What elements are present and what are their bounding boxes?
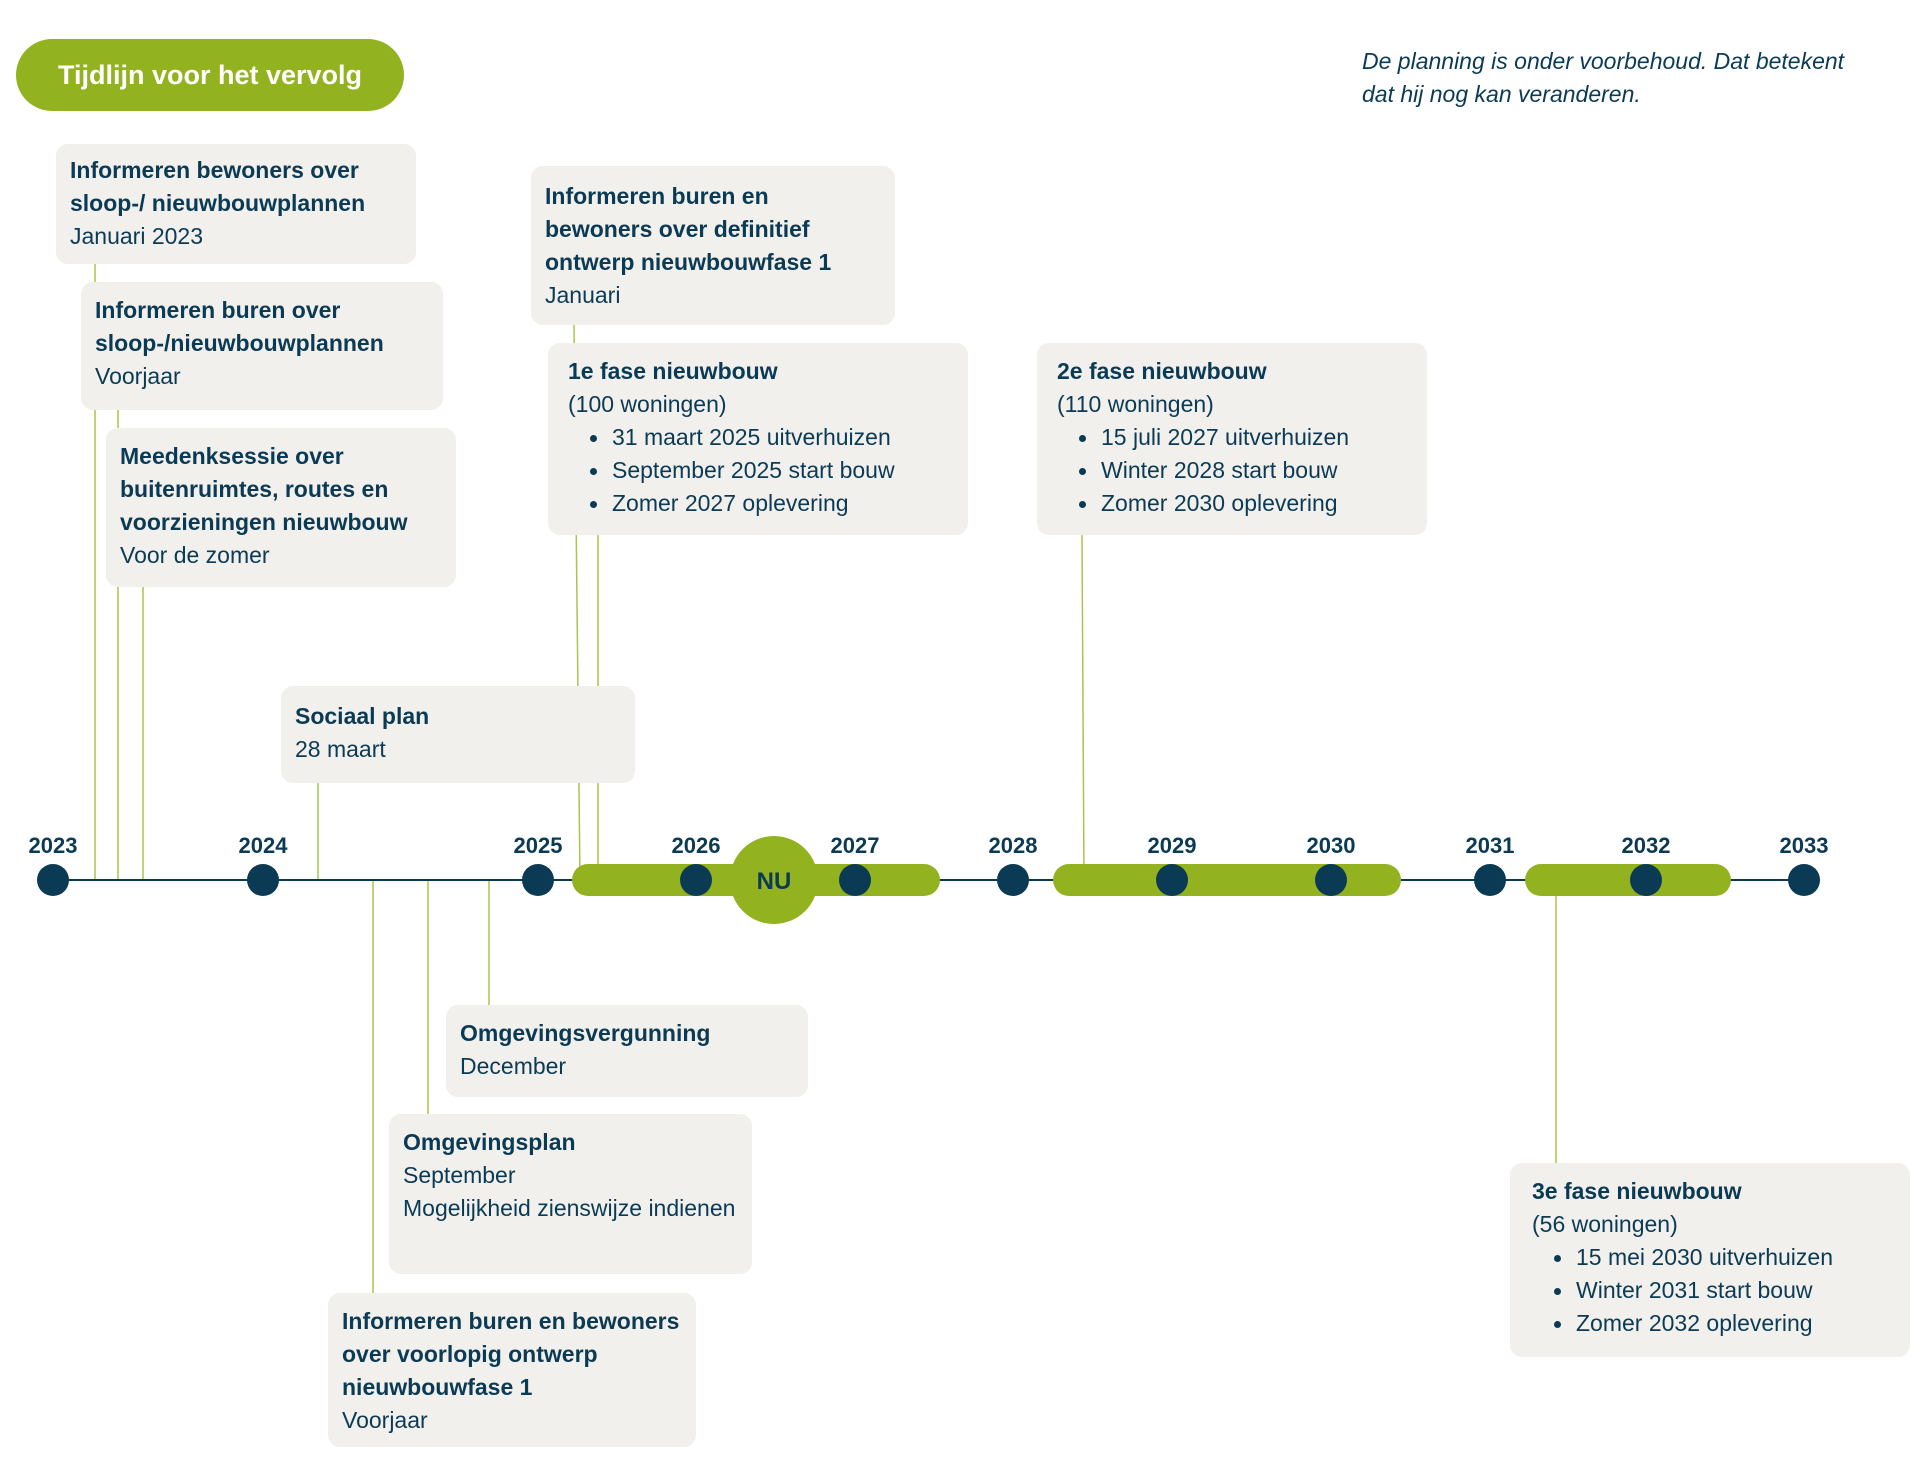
card-title: Meedenksessie over buitenruimtes, routes… xyxy=(120,443,408,535)
card-title: Informeren buren over sloop-/nieuwbouwpl… xyxy=(95,297,384,356)
card-subtitle: (110 woningen) xyxy=(1057,391,1214,417)
card-date: 28 maart xyxy=(295,736,386,762)
card-definitief-ontwerp: Informeren buren en bewoners over defini… xyxy=(531,166,895,325)
list-item: September 2025 start bouw xyxy=(590,454,954,487)
card-title: 1e fase nieuwbouw xyxy=(568,358,778,384)
card-date: Voorjaar xyxy=(95,363,181,389)
year-label: 2028 xyxy=(989,833,1038,858)
card-title: Omgevingsvergunning xyxy=(460,1020,711,1046)
card-meedenksessie: Meedenksessie over buitenruimtes, routes… xyxy=(106,428,456,587)
year-dot xyxy=(1156,864,1188,896)
card-informeren-bewoners: Informeren bewoners over sloop-/ nieuwbo… xyxy=(56,144,416,264)
list-item: Winter 2031 start bouw xyxy=(1554,1274,1896,1307)
year-label: 2032 xyxy=(1622,833,1671,858)
card-fase3: 3e fase nieuwbouw (56 woningen) 15 mei 2… xyxy=(1510,1163,1910,1357)
year-label: 2031 xyxy=(1466,833,1515,858)
list-item: 15 juli 2027 uitverhuizen xyxy=(1079,421,1413,454)
card-omgevingsplan: Omgevingsplan September Mogelijkheid zie… xyxy=(389,1114,752,1274)
connector-line xyxy=(1081,534,1085,881)
card-subtitle: (56 woningen) xyxy=(1532,1211,1678,1237)
year-label: 2024 xyxy=(239,833,289,858)
list-item: 15 mei 2030 uitverhuizen xyxy=(1554,1241,1896,1274)
timeline-title: Tijdlijn voor het vervolg xyxy=(16,39,404,111)
year-label: 2025 xyxy=(514,833,563,858)
card-list: 15 mei 2030 uitverhuizen Winter 2031 sta… xyxy=(1532,1241,1896,1340)
year-dot xyxy=(1474,864,1506,896)
card-omgevingsvergunning: Omgevingsvergunning December xyxy=(446,1005,808,1097)
card-title: 2e fase nieuwbouw xyxy=(1057,358,1267,384)
phase3-bar xyxy=(1525,864,1731,896)
year-dot xyxy=(680,864,712,896)
year-dot xyxy=(1788,864,1820,896)
year-dot xyxy=(839,864,871,896)
card-date: Voorjaar xyxy=(342,1407,428,1433)
year-label: 2030 xyxy=(1307,833,1356,858)
card-list: 15 juli 2027 uitverhuizen Winter 2028 st… xyxy=(1057,421,1413,520)
phase2-bar xyxy=(1053,864,1401,896)
year-label: 2026 xyxy=(672,833,721,858)
card-subtitle: (100 woningen) xyxy=(568,391,727,417)
year-dot xyxy=(247,864,279,896)
list-item: Zomer 2027 oplevering xyxy=(590,487,954,520)
year-dot xyxy=(522,864,554,896)
year-label: 2027 xyxy=(831,833,880,858)
year-dot xyxy=(1630,864,1662,896)
card-date: Voor de zomer xyxy=(120,542,270,568)
card-date: Januari 2023 xyxy=(70,223,203,249)
card-title: Informeren buren en bewoners over voorlo… xyxy=(342,1308,680,1400)
card-date: Januari xyxy=(545,282,621,308)
list-item: Zomer 2032 oplevering xyxy=(1554,1307,1896,1340)
card-extra: Mogelijkheid zienswijze indienen xyxy=(403,1195,736,1221)
card-fase2: 2e fase nieuwbouw (110 woningen) 15 juli… xyxy=(1037,343,1427,535)
card-title: 3e fase nieuwbouw xyxy=(1532,1178,1742,1204)
now-marker xyxy=(730,836,818,924)
year-dot xyxy=(1315,864,1347,896)
card-list: 31 maart 2025 uitverhuizen September 202… xyxy=(568,421,954,520)
year-label: 2033 xyxy=(1780,833,1829,858)
card-title: Omgevingsplan xyxy=(403,1129,576,1155)
year-label: 2023 xyxy=(29,833,78,858)
card-date: September xyxy=(403,1162,516,1188)
year-labels: 2023 2024 2025 2026 2027 2028 2029 2030 2031 2032… xyxy=(29,833,1829,858)
list-item: Winter 2028 start bouw xyxy=(1079,454,1413,487)
list-item: 31 maart 2025 uitverhuizen xyxy=(590,421,954,454)
card-sociaal-plan: Sociaal plan 28 maart xyxy=(281,686,635,783)
year-dot xyxy=(37,864,69,896)
disclaimer-note: De planning is onder voorbehoud. Dat bet… xyxy=(1362,48,1845,107)
card-title: Informeren buren en bewoners over defini… xyxy=(545,183,832,275)
card-title: Sociaal plan xyxy=(295,703,430,729)
card-voorlopig-ontwerp: Informeren buren en bewoners over voorlo… xyxy=(328,1293,696,1447)
card-fase1: 1e fase nieuwbouw (100 woningen) 31 maar… xyxy=(548,343,968,535)
card-informeren-buren: Informeren buren over sloop-/nieuwbouwpl… xyxy=(81,282,443,410)
year-dot xyxy=(997,864,1029,896)
year-label: 2029 xyxy=(1148,833,1197,858)
card-title: Informeren bewoners over sloop-/ nieuwbo… xyxy=(70,157,366,216)
card-date: December xyxy=(460,1053,567,1079)
now-label: NU xyxy=(757,868,792,895)
year-dots xyxy=(37,864,1820,896)
list-item: Zomer 2030 oplevering xyxy=(1079,487,1413,520)
